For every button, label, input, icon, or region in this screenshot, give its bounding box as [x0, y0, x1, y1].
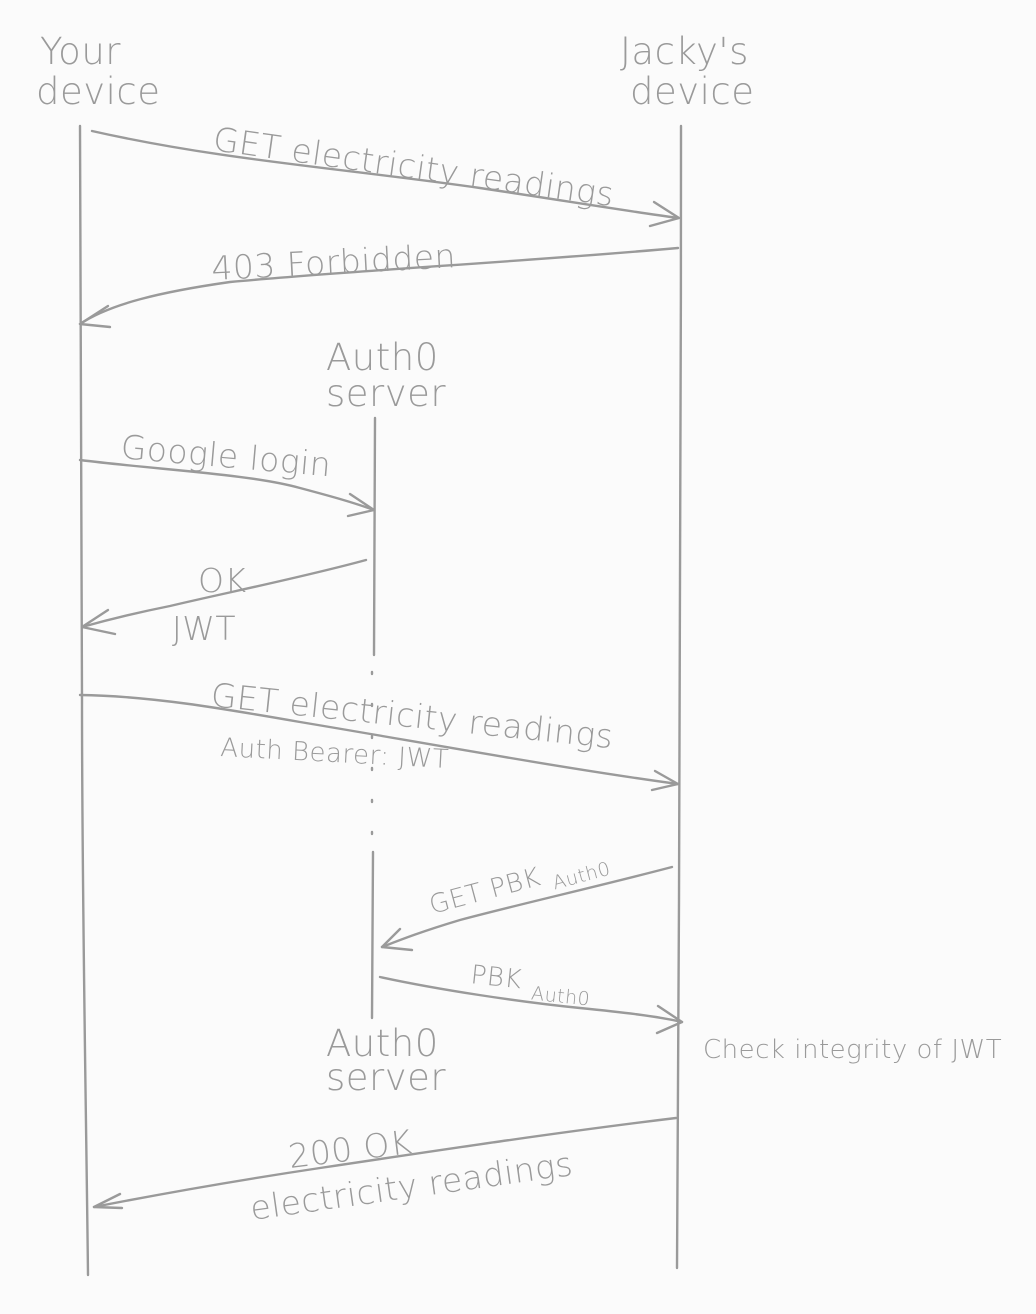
- message-label-subscript: Auth0: [530, 983, 591, 1011]
- arrowhead: [650, 769, 680, 792]
- arrowhead: [346, 492, 376, 518]
- lifeline-your-device: [78, 124, 90, 1277]
- message-label-line2: JWT: [172, 609, 236, 648]
- message-sublabel: Auth Bearer: JWT: [220, 733, 450, 775]
- message-ok-jwt: OK JWT: [80, 558, 368, 648]
- lifeline-auth0-upper: [372, 416, 377, 657]
- message-label: 403 Forbidden: [210, 236, 456, 288]
- auth0-bottom-label-line1: Auth0: [326, 1022, 439, 1065]
- arrow-line: [92, 1116, 678, 1209]
- note-check-integrity: Check integrity of JWT: [703, 1035, 1002, 1065]
- arrowhead: [655, 1004, 684, 1035]
- message-label-line1: OK: [198, 561, 247, 600]
- message-google-login: Google login: [78, 427, 376, 518]
- participant-your-device: Your device: [36, 30, 161, 113]
- message-forbidden: 403 Forbidden: [78, 236, 680, 329]
- message-label: GET electricity readings: [211, 119, 617, 214]
- your-device-label-line1: Your: [40, 30, 121, 73]
- svg-text:GET PBK Auth0: GET PBK Auth0: [426, 844, 613, 926]
- jacky-device-label-line1: Jacky's: [620, 30, 749, 73]
- svg-text:PBK Auth0: PBK Auth0: [468, 960, 592, 1010]
- arrowhead: [380, 927, 414, 952]
- arrow-line: [80, 558, 368, 629]
- message-label: PBK: [469, 960, 523, 995]
- auth0-top-label-line2: server: [326, 372, 446, 415]
- arrow-line: [78, 246, 680, 326]
- message-get-pbk: GET PBK Auth0: [380, 844, 674, 952]
- arrowhead: [648, 200, 681, 228]
- lifeline-jacky-device: [675, 124, 683, 1270]
- auth0-top-label-line1: Auth0: [326, 336, 439, 379]
- message-get-readings-2: GET electricity readings Auth Bearer: JW…: [78, 675, 680, 792]
- participant-auth0-server-bottom: Auth0 server: [326, 1022, 446, 1099]
- participant-jacky-device: Jacky's device: [620, 30, 755, 113]
- arrow-line: [78, 458, 376, 512]
- arrow-line: [90, 129, 680, 220]
- auth0-bottom-label-line2: server: [326, 1056, 446, 1099]
- message-get-readings-1: GET electricity readings: [90, 119, 681, 228]
- message-label: GET PBK: [426, 862, 544, 920]
- arrow-line: [380, 865, 674, 949]
- arrowhead: [80, 608, 117, 636]
- your-device-label-line2: device: [36, 70, 161, 113]
- arrow-line: [378, 975, 684, 1024]
- arrowhead: [92, 1192, 124, 1210]
- jacky-device-label-line2: device: [630, 70, 755, 113]
- lifeline-auth0-lower: [370, 850, 375, 1020]
- participant-auth0-server-top: Auth0 server: [326, 336, 446, 415]
- arrow-line: [78, 693, 680, 786]
- arrowhead: [78, 304, 112, 329]
- message-200-ok: 200 OK electricity readings: [92, 1116, 678, 1228]
